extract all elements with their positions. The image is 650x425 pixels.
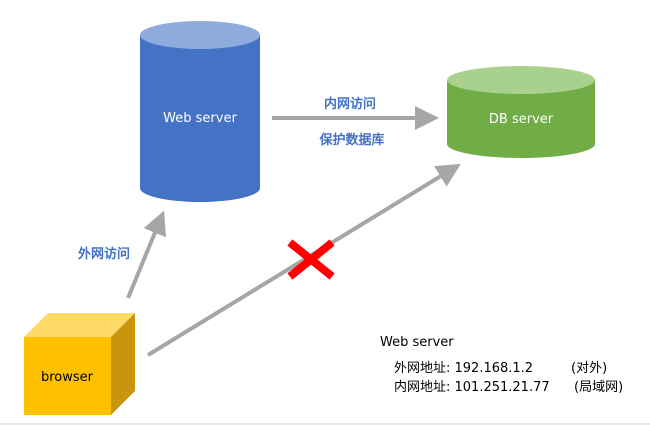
browser-node: browser bbox=[24, 313, 135, 415]
browser-front-face bbox=[24, 337, 111, 415]
db-server-top bbox=[447, 66, 595, 94]
blocked-x-icon bbox=[287, 239, 335, 280]
bottom-divider bbox=[0, 423, 650, 425]
browser-side-face bbox=[111, 313, 135, 415]
browser-top-face bbox=[24, 313, 135, 337]
external-address: 外网地址: 192.168.1.2 bbox=[394, 361, 533, 376]
browser-to-db-arrow bbox=[146, 163, 461, 357]
info-title: Web server bbox=[380, 335, 454, 350]
db-server-label: DB server bbox=[489, 112, 554, 127]
db-server-node: DB server bbox=[447, 66, 595, 158]
web-to-db-label-line2: 保护数据库 bbox=[318, 132, 384, 148]
web-server-top bbox=[140, 21, 260, 49]
browser-to-web-label: 外网访问 bbox=[77, 246, 130, 262]
db-server-body bbox=[447, 80, 595, 158]
external-scope: (对外) bbox=[571, 361, 607, 376]
browser-label: browser bbox=[41, 370, 94, 385]
server-address-info: Web server 外网地址: 192.168.1.2 (对外) 内网地址: … bbox=[380, 335, 623, 395]
web-server-label: Web server bbox=[163, 111, 237, 126]
web-to-db-label-line1: 内网访问 bbox=[324, 96, 376, 112]
web-server-node: Web server bbox=[140, 21, 260, 202]
internal-address: 内网地址: 101.251.21.77 bbox=[394, 379, 550, 395]
internal-scope: (局域网) bbox=[574, 380, 623, 395]
web-server-body bbox=[140, 35, 260, 202]
browser-to-web-arrow bbox=[126, 210, 166, 299]
